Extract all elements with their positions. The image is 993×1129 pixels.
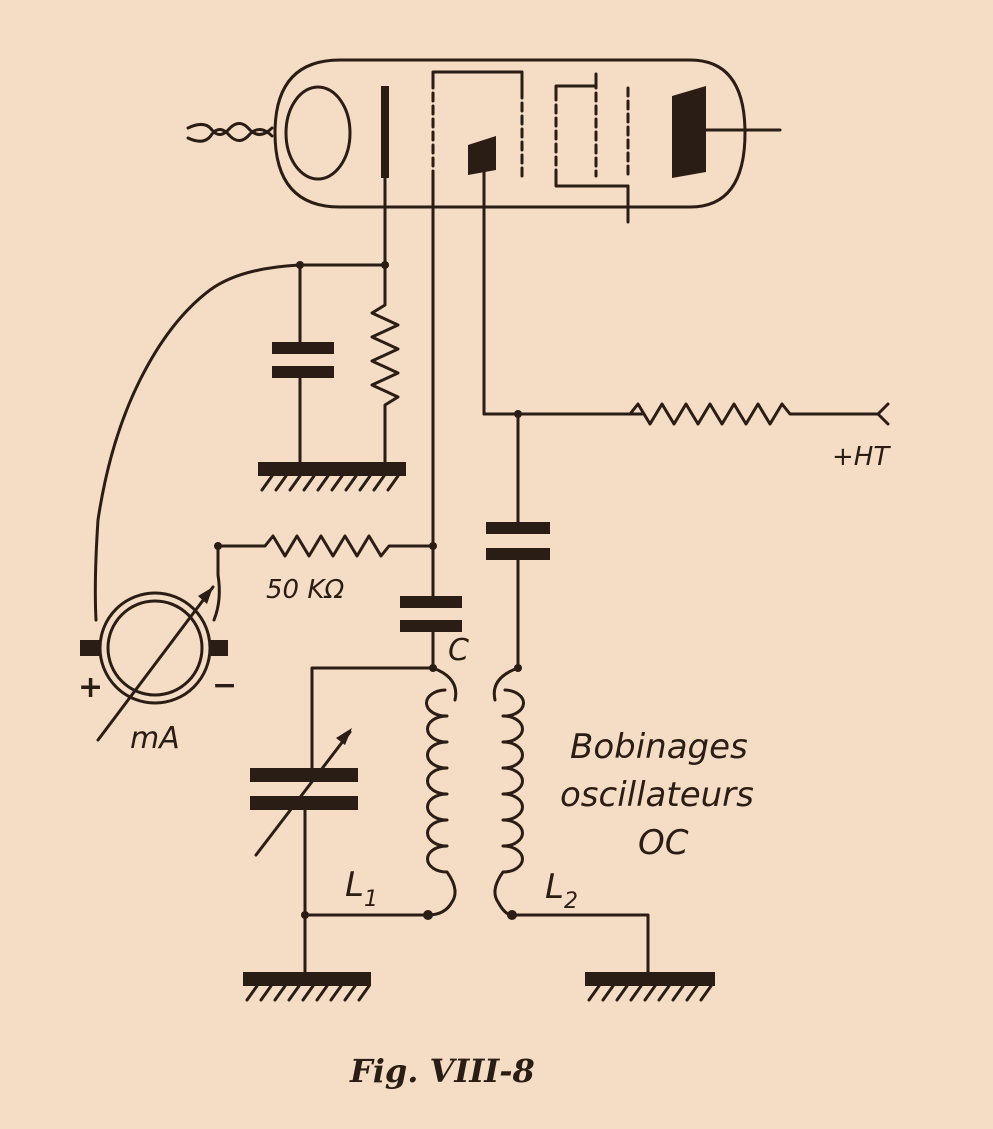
coupling-capacitor-bottom	[486, 548, 550, 560]
meter-plus-label: +	[78, 670, 103, 705]
meter-terminal-left	[80, 640, 100, 656]
coil-text-line-2: oscillateurs	[560, 775, 754, 815]
figure-caption: Fig. VIII-8	[349, 1052, 535, 1090]
meter-minus-label: −	[212, 668, 237, 703]
grid-capacitor-c-top	[400, 596, 462, 608]
l2-ground-wire	[510, 913, 650, 974]
l2-ground-bar	[585, 972, 715, 986]
coil-l1	[424, 666, 458, 917]
tube-envelope	[273, 58, 747, 209]
meter-negative-lead	[212, 544, 221, 622]
ground-hatching	[245, 984, 371, 1002]
junction-dot	[301, 911, 309, 919]
coupling-capacitor-top	[486, 522, 550, 534]
heater-filament	[284, 85, 352, 181]
meter-positive-lead	[93, 263, 302, 622]
l2-subscript: 2	[564, 889, 578, 914]
grid-capacitor-c-bottom	[400, 620, 462, 632]
coil-description: Bobinages oscillateurs OC	[560, 727, 754, 863]
meter-arrowhead	[198, 587, 213, 604]
tank-ground-bar	[243, 972, 371, 986]
vacuum-tube	[186, 58, 782, 224]
cathode-circuit	[93, 176, 406, 622]
meter-body-inner	[106, 599, 204, 697]
grid-leak-resistor	[216, 534, 435, 558]
ground-hatching	[587, 984, 713, 1002]
meter-terminal-right	[210, 640, 228, 656]
tube-internal-wiring	[431, 70, 630, 188]
l2-label: L2	[545, 867, 578, 914]
oscillator-anode	[468, 136, 496, 175]
anode-circuit-l2: +HT L2	[482, 170, 891, 1002]
heater-leads	[186, 122, 274, 143]
grid-circuit: C 50 KΩ	[212, 176, 469, 672]
main-anode	[672, 86, 706, 178]
variable-capacitor-bottom	[250, 796, 358, 810]
variable-capacitor-arrowhead	[336, 728, 352, 745]
ht-resistor	[628, 402, 880, 426]
tuned-circuit-l1: L1	[243, 666, 458, 1002]
tank-top-wire	[310, 666, 435, 754]
coil-text-line-1: Bobinages	[570, 727, 748, 767]
resistor-value-label: 50 KΩ	[266, 575, 344, 605]
meter-arrow	[96, 585, 215, 742]
l1-subscript: 1	[364, 887, 378, 912]
coil-text-line-3: OC	[638, 823, 689, 863]
cathode	[381, 86, 389, 178]
cathode-ground-bar	[258, 462, 406, 476]
l1-label: L1	[345, 865, 378, 912]
variable-capacitor-top	[250, 768, 358, 782]
cathode-capacitor-plate-bottom	[272, 366, 334, 378]
milliammeter: + − mA	[78, 585, 237, 756]
capacitor-c-label: C	[448, 633, 469, 668]
coil-l2	[492, 666, 526, 917]
ht-terminal	[876, 402, 890, 426]
ht-label: +HT	[832, 442, 891, 472]
meter-unit-label: mA	[130, 721, 180, 756]
ground-hatching	[260, 474, 400, 492]
variable-capacitor-arrow	[254, 730, 352, 857]
meter-body-outer	[98, 591, 212, 705]
cathode-capacitor-plate-top	[272, 342, 334, 354]
cathode-resistor	[370, 263, 400, 464]
